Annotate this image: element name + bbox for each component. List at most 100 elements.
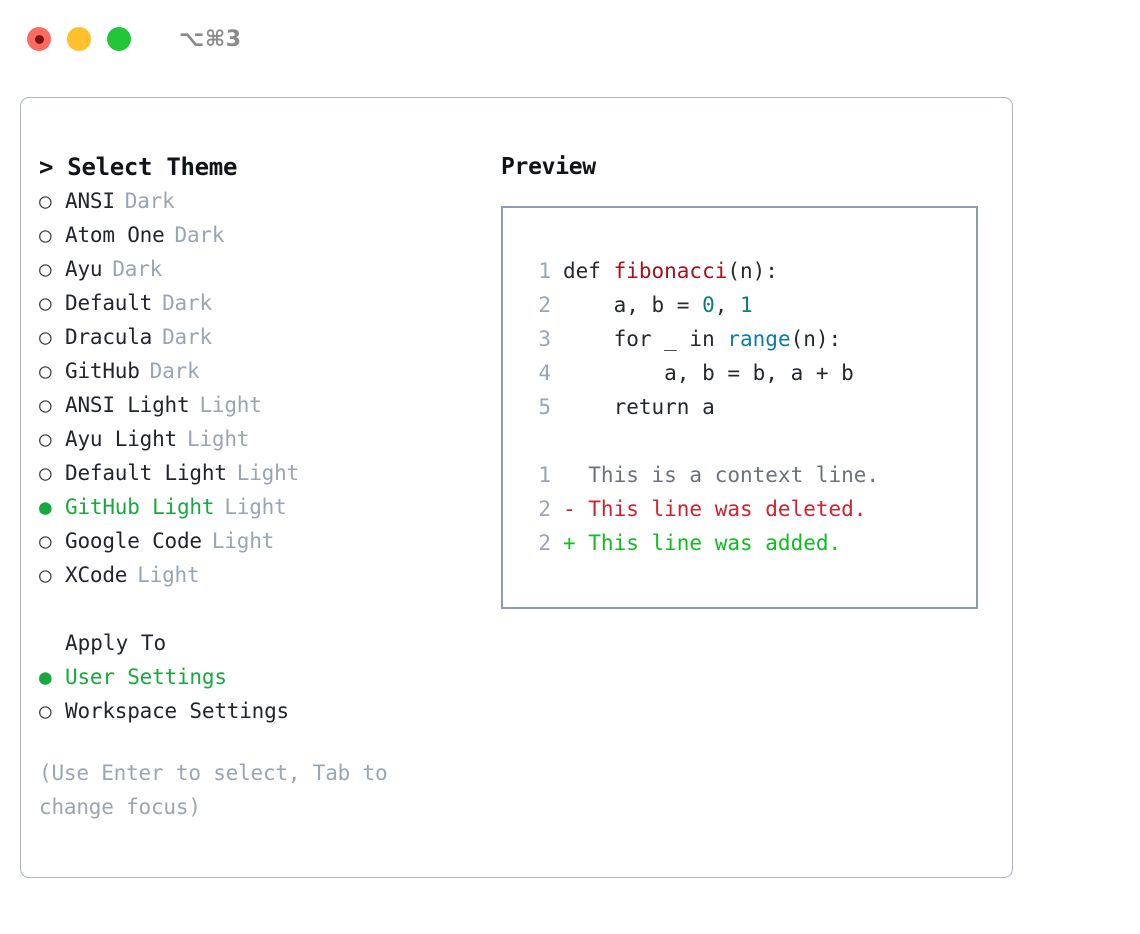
- line-number: 3: [538, 327, 551, 351]
- theme-option-ayu[interactable]: ○ Ayu Dark: [39, 252, 489, 286]
- diff-line: 2 + This line was added.: [523, 526, 976, 560]
- theme-option-label: ANSI: [65, 189, 115, 213]
- theme-variant-tag: Dark: [162, 325, 212, 349]
- radio-unselected-icon: ○: [39, 529, 52, 553]
- theme-option-ansi-light[interactable]: ○ ANSI Light Light: [39, 388, 489, 422]
- line-number: 1: [538, 259, 551, 283]
- code-token-builtin: range: [727, 327, 791, 351]
- apply-to-list[interactable]: ● User Settings ○ Workspace Settings: [39, 660, 489, 728]
- radio-selected-icon: ●: [39, 495, 52, 519]
- theme-variant-tag: Light: [211, 529, 275, 553]
- theme-variant-tag: Light: [199, 393, 262, 417]
- radio-unselected-icon: ○: [39, 291, 52, 315]
- theme-option-label: Google Code: [65, 529, 202, 553]
- theme-variant-tag: Dark: [124, 189, 175, 213]
- theme-option-ansi[interactable]: ○ ANSI Dark: [39, 184, 489, 218]
- code-token-plain: ,: [714, 293, 741, 317]
- theme-variant-tag: Dark: [149, 359, 200, 383]
- radio-unselected-icon: ○: [39, 189, 52, 213]
- theme-variant-tag: Light: [224, 495, 287, 519]
- code-token-fn: fibonacci: [613, 259, 728, 283]
- radio-unselected-icon: ○: [39, 699, 52, 723]
- minimize-button[interactable]: [67, 27, 91, 51]
- maximize-button[interactable]: [107, 27, 131, 51]
- theme-option-default[interactable]: ○ Default Dark: [39, 286, 489, 320]
- apply-to-bullet-placeholder: ○: [39, 626, 65, 660]
- radio-unselected-icon: ○: [39, 393, 52, 417]
- code-token-num: 0: [702, 293, 715, 317]
- theme-option-label: Atom One: [65, 223, 165, 247]
- apply-to-label: Apply To: [65, 631, 167, 655]
- diff-line: 2 - This line was deleted.: [523, 492, 976, 526]
- radio-unselected-icon: ○: [39, 563, 52, 587]
- radio-unselected-icon: ○: [39, 257, 52, 281]
- theme-option-dracula[interactable]: ○ Dracula Dark: [39, 320, 489, 354]
- theme-option-label: XCode: [65, 563, 128, 587]
- theme-option-label: Default: [65, 291, 153, 315]
- theme-option-google-code[interactable]: ○ Google Code Light: [39, 524, 489, 558]
- code-token-plain: def: [563, 259, 614, 283]
- apply-to-heading: ○ Apply To: [39, 626, 489, 660]
- theme-option-label: Ayu Light: [65, 427, 177, 451]
- radio-selected-icon: ●: [39, 665, 52, 689]
- theme-option-xcode[interactable]: ○ XCode Light: [39, 558, 489, 592]
- theme-option-label: Ayu: [65, 257, 103, 281]
- radio-unselected-icon: ○: [39, 359, 52, 383]
- code-token-add: + This line was added.: [563, 531, 842, 555]
- code-line: 1 def fibonacci(n):: [523, 254, 976, 288]
- keyboard-shortcut-label: ⌥⌘3: [179, 26, 242, 52]
- close-button[interactable]: [27, 27, 51, 51]
- code-token-plain: (n):: [727, 259, 778, 283]
- diff-line: 1 This is a context line.: [523, 458, 976, 492]
- keyboard-hint-text: (Use Enter to select, Tab to change focu…: [39, 761, 388, 819]
- theme-variant-tag: Light: [236, 461, 299, 485]
- list-spacer: [39, 592, 489, 626]
- code-token-plain: (n):: [790, 327, 842, 351]
- code-line: 5 return a: [523, 390, 976, 424]
- line-number: 5: [538, 395, 551, 419]
- code-line: 3 for _ in range(n):: [523, 322, 976, 356]
- apply-to-option-label: User Settings: [65, 665, 227, 689]
- close-icon: [34, 34, 44, 44]
- apply-to-option-label: Workspace Settings: [65, 699, 289, 723]
- code-token-plain: a, b =: [563, 293, 703, 317]
- theme-option-github-light[interactable]: ● GitHub Light Light: [39, 490, 489, 524]
- theme-option-label: GitHub Light: [65, 495, 215, 519]
- code-token-plain: for _ in: [563, 327, 728, 351]
- theme-variant-tag: Light: [137, 563, 200, 587]
- theme-option-label: ANSI Light: [65, 393, 190, 417]
- apply-to-option-workspace-settings[interactable]: ○ Workspace Settings: [39, 694, 489, 728]
- theme-variant-tag: Light: [187, 427, 250, 451]
- theme-variant-tag: Dark: [162, 291, 212, 315]
- code-line: 2 a, b = 0, 1: [523, 288, 976, 322]
- line-number: 2: [538, 531, 551, 555]
- select-theme-heading: > Select Theme: [39, 153, 238, 181]
- line-number: 1: [538, 463, 551, 487]
- theme-variant-tag: Dark: [174, 223, 225, 247]
- line-number: 4: [538, 361, 551, 385]
- radio-unselected-icon: ○: [39, 325, 52, 349]
- theme-variant-tag: Dark: [112, 257, 163, 281]
- window-controls: [27, 27, 131, 51]
- code-line: 4 a, b = b, a + b: [523, 356, 976, 390]
- code-token-ctx: This is a context line.: [563, 463, 880, 487]
- diff-sample: 1 This is a context line. 2 - This line wa…: [523, 458, 976, 560]
- theme-option-label: Dracula: [65, 325, 153, 349]
- radio-unselected-icon: ○: [39, 461, 52, 485]
- apply-to-option-user-settings[interactable]: ● User Settings: [39, 660, 489, 694]
- code-token-del: - This line was deleted.: [563, 497, 867, 521]
- line-number: 2: [538, 293, 551, 317]
- code-diff-gap: [523, 424, 976, 458]
- line-number: 2: [538, 497, 551, 521]
